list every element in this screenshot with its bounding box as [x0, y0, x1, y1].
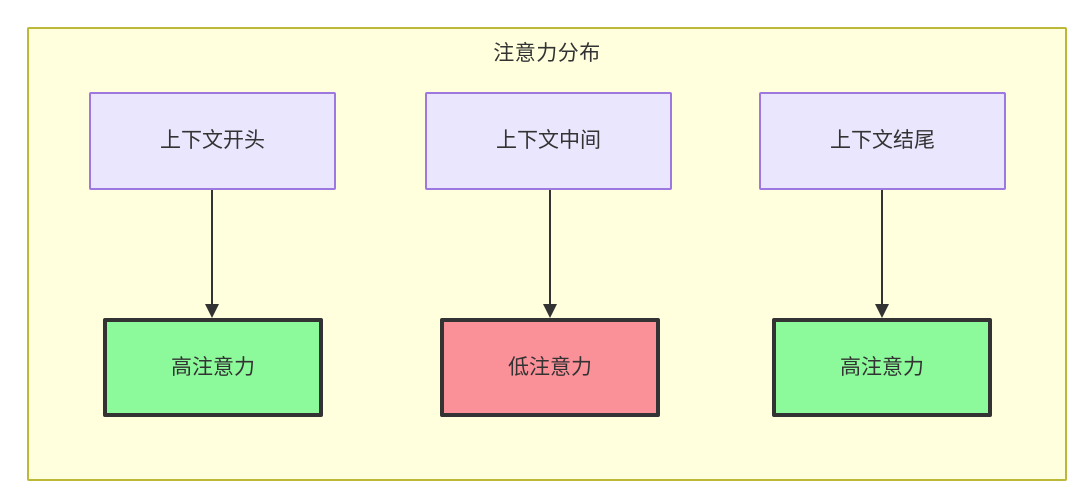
node-context-end-label: 上下文结尾: [830, 129, 935, 152]
node-context-start-label: 上下文开头: [160, 129, 265, 152]
node-context-end[interactable]: 上下文结尾: [759, 92, 1006, 190]
node-high-attention-end[interactable]: 高注意力: [772, 318, 992, 417]
node-low-attention-middle-label: 低注意力: [508, 355, 592, 379]
node-context-middle[interactable]: 上下文中间: [425, 92, 672, 190]
node-high-attention-start[interactable]: 高注意力: [103, 318, 323, 417]
node-context-start[interactable]: 上下文开头: [89, 92, 336, 190]
node-context-middle-label: 上下文中间: [496, 129, 601, 152]
node-low-attention-middle[interactable]: 低注意力: [440, 318, 660, 417]
node-high-attention-start-label: 高注意力: [171, 355, 255, 379]
node-high-attention-end-label: 高注意力: [840, 355, 924, 379]
subgraph-title: 注意力分布: [493, 42, 601, 65]
